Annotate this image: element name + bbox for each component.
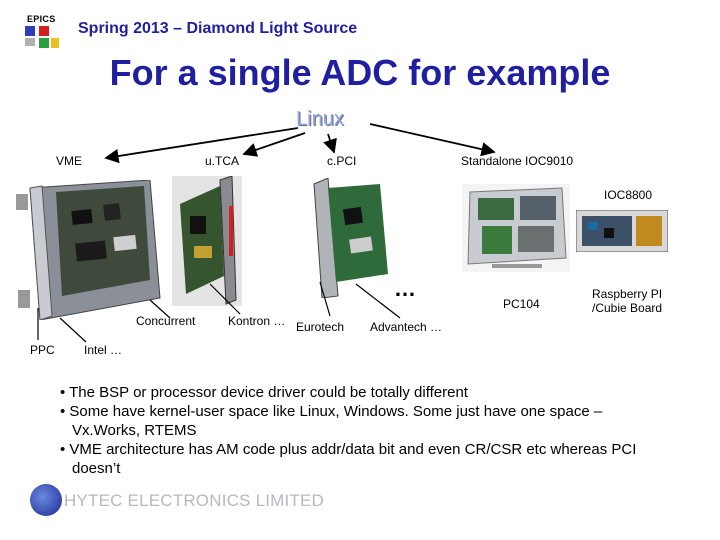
cpci-board-image <box>304 178 390 298</box>
label-kontron: Kontron … <box>228 314 286 328</box>
line-cpci-eurotech <box>319 281 331 317</box>
vme-board-image <box>12 180 162 320</box>
bullet-item: • VME architecture has AM code plus addr… <box>60 441 637 477</box>
logo-text: EPICS <box>27 14 56 24</box>
ellipsis-more: … <box>394 276 416 301</box>
bullet-item: • Some have kernel-user space like Linux… <box>60 403 603 439</box>
label-intel: Intel … <box>84 343 123 357</box>
header-title: Spring 2013 – Diamond Light Source <box>78 20 358 37</box>
bullet-list: • The BSP or processor device driver cou… <box>60 383 660 478</box>
label-cpci: c.PCI <box>327 154 357 168</box>
arrow-to-vme <box>104 127 299 164</box>
logo-square-grey <box>25 38 35 46</box>
ioc8800-image <box>576 210 668 252</box>
page-title: For a single ADC for example <box>109 52 611 93</box>
arrow-to-utca <box>242 132 306 157</box>
arrow-to-cpci <box>323 133 337 154</box>
label-ioc8800: IOC8800 <box>604 188 653 202</box>
label-eurotech: Eurotech <box>296 320 345 334</box>
label-concurrent: Concurrent <box>136 314 196 328</box>
label-vme: VME <box>56 154 83 168</box>
utca-board-image <box>172 176 242 306</box>
arrow-to-standalone <box>369 123 496 157</box>
logo-square-green <box>39 38 49 48</box>
label-standalone: Standalone IOC9010 <box>461 154 574 168</box>
footer-company: HYTEC ELECTRONICS LIMITED <box>64 491 325 510</box>
label-raspberry: Raspberry PI /Cubie Board <box>592 287 663 315</box>
hytec-logo-globe <box>30 484 62 516</box>
line-vme-concurrent <box>149 299 171 319</box>
bullet-item: • The BSP or processor device driver cou… <box>60 384 468 401</box>
line-utca-kontron <box>209 283 241 315</box>
standalone-ioc-image <box>462 184 570 272</box>
label-ppc: PPC <box>30 343 55 357</box>
epics-logo <box>22 12 62 50</box>
linux-hub-label: Linux <box>296 108 344 130</box>
logo-square-red <box>39 26 49 36</box>
line-vme-intel <box>59 317 87 343</box>
label-advantech: Advantech … <box>370 320 443 334</box>
label-utca: u.TCA <box>205 154 240 168</box>
logo-square-yellow <box>51 38 59 48</box>
line-cpci-advantech <box>355 283 401 319</box>
label-pc104: PC104 <box>503 297 540 311</box>
logo-square-blue <box>25 26 35 36</box>
